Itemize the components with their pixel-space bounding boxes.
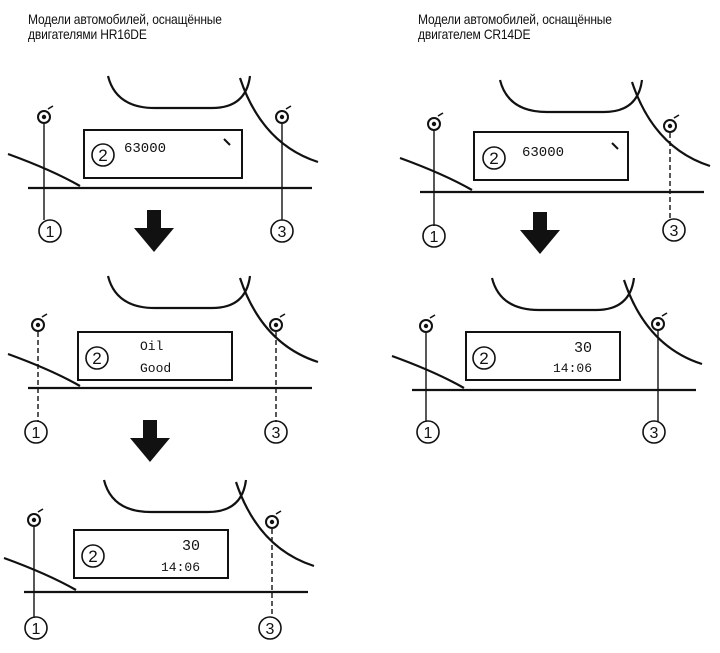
callout-3-label: 3 xyxy=(278,224,287,241)
right-step-2: 2 30 14:06 1 3 xyxy=(390,276,704,444)
heading-cr14de-line-1: Модели автомобилей, оснащённые xyxy=(418,11,612,27)
callout-2-label: 2 xyxy=(489,149,498,168)
callout-3-label: 3 xyxy=(272,425,281,442)
meter-button-icon xyxy=(269,313,286,332)
left-step-1: 2 63000 1 3 xyxy=(6,74,320,243)
heading-hr16de-line-2: двигателями HR16DE xyxy=(28,26,147,42)
display-trip-value: 30 xyxy=(574,340,592,357)
meter-button-icon xyxy=(663,114,680,133)
display-clock: 14:06 xyxy=(161,560,200,575)
meter-button-icon xyxy=(275,105,292,124)
callout-3-label: 3 xyxy=(650,425,659,442)
callout-1-label: 1 xyxy=(32,425,41,442)
heading-hr16de: Модели автомобилей, оснащённые двигателя… xyxy=(28,12,222,42)
heading-hr16de-line-1: Модели автомобилей, оснащённые xyxy=(28,11,222,27)
callout-1-label: 1 xyxy=(32,621,41,638)
display-oil-label: Oil xyxy=(140,339,164,354)
callout-2-label: 2 xyxy=(98,146,107,165)
meter-button-icon xyxy=(651,312,668,331)
arrow-down-icon xyxy=(130,420,170,462)
trip-button-icon xyxy=(27,508,44,527)
callout-3-label: 3 xyxy=(266,621,275,638)
callout-2-label: 2 xyxy=(479,349,488,368)
arrow-down-icon xyxy=(520,212,560,254)
callout-2-label: 2 xyxy=(92,349,101,368)
left-step-2: 2 Oil Good 1 3 xyxy=(6,274,320,444)
trip-button-icon xyxy=(419,314,436,333)
display-oil-status: Good xyxy=(140,361,171,376)
meter-button-icon xyxy=(265,510,282,529)
callout-3-label: 3 xyxy=(670,223,679,240)
trip-button-icon xyxy=(427,112,444,131)
callout-1-label: 1 xyxy=(430,229,439,246)
right-step-1: 2 63000 1 3 xyxy=(398,78,712,248)
callout-1-label: 1 xyxy=(424,425,433,442)
heading-cr14de: Модели автомобилей, оснащённые двигателе… xyxy=(418,12,612,42)
left-step-3: 2 30 14:06 1 3 xyxy=(2,478,316,640)
display-odometer: 63000 xyxy=(522,145,564,161)
arrow-down-icon xyxy=(134,210,174,252)
display-trip-value: 30 xyxy=(182,538,200,555)
heading-cr14de-line-2: двигателем CR14DE xyxy=(418,26,531,42)
callout-2-label: 2 xyxy=(88,547,97,566)
display-odometer: 63000 xyxy=(124,141,166,157)
callout-1-label: 1 xyxy=(46,224,55,241)
trip-button-icon xyxy=(37,105,54,124)
trip-button-icon xyxy=(31,313,48,332)
display-clock: 14:06 xyxy=(553,361,592,376)
